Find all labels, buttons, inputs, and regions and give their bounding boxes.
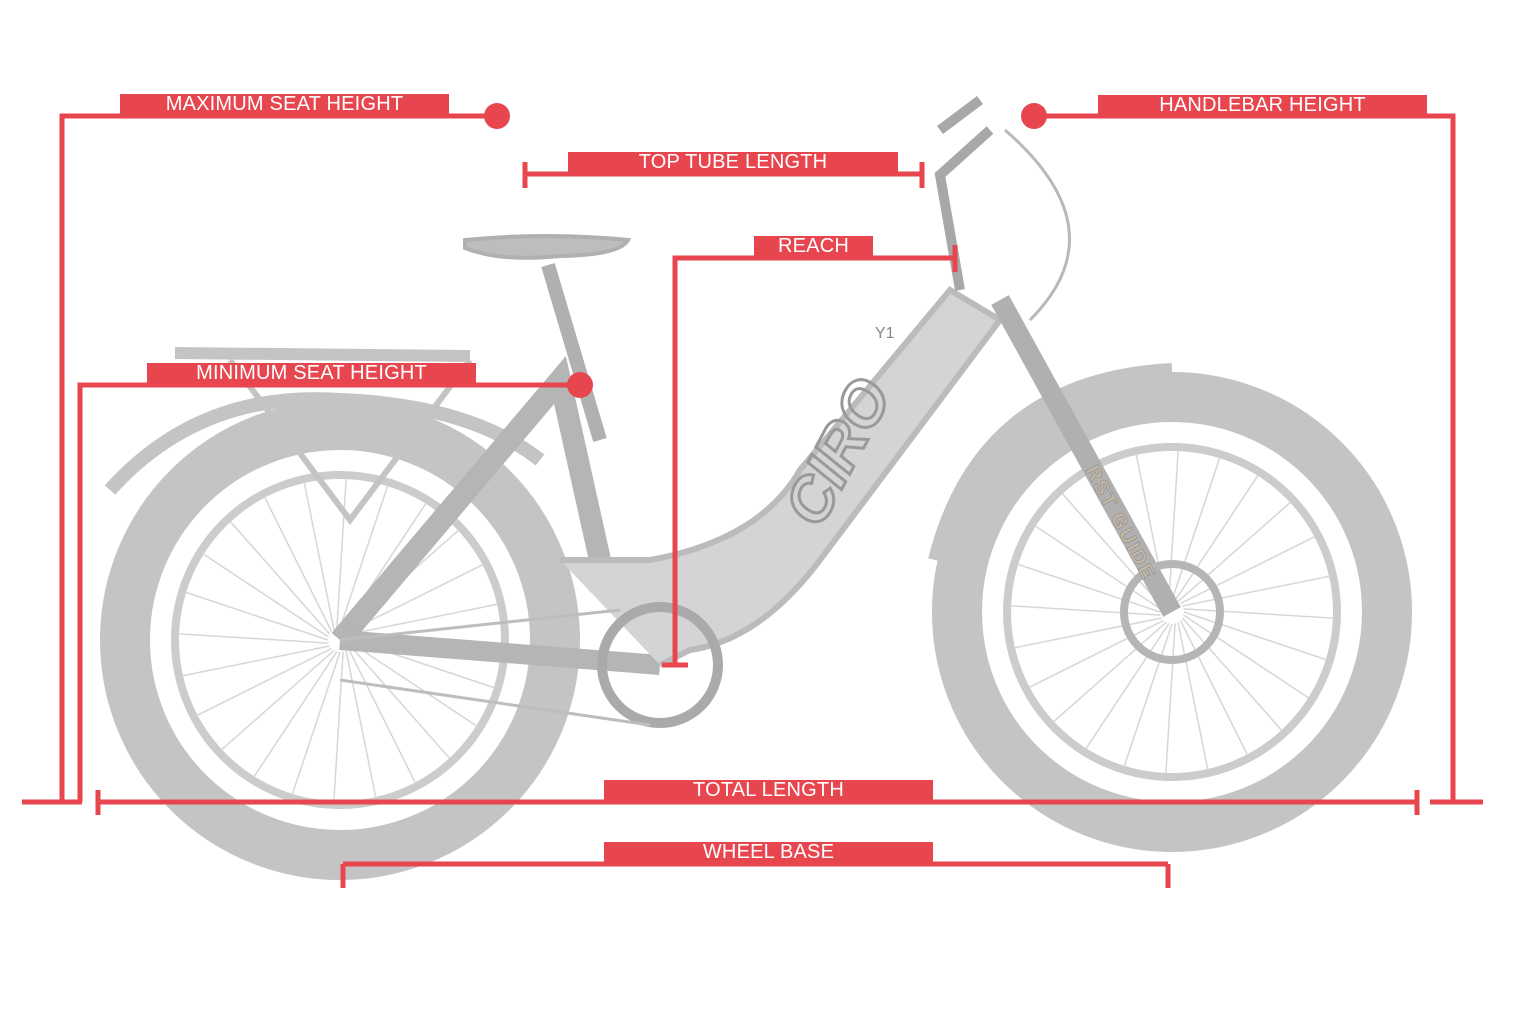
top-tube-length-line <box>522 162 925 188</box>
bike-drawing <box>100 96 1412 880</box>
wheel-spoke <box>196 647 332 717</box>
handlebar-height-label: HANDLEBAR HEIGHT <box>1098 95 1427 115</box>
max-seat-height-line <box>59 113 497 802</box>
wheel-spoke <box>1165 623 1176 774</box>
wheel-spoke <box>333 651 344 802</box>
wheel-spoke <box>1179 620 1249 756</box>
max-seat-height-label: MAXIMUM SEAT HEIGHT <box>120 94 449 114</box>
wheel-spoke <box>1052 621 1167 723</box>
main-frame <box>560 286 1005 668</box>
wheel-spoke <box>1016 563 1161 613</box>
wheel-spoke <box>184 591 329 641</box>
wheel-spoke <box>253 651 338 778</box>
wheel-spoke <box>1168 450 1179 601</box>
wheel-spoke <box>220 649 335 751</box>
front-fork <box>991 295 1181 617</box>
wheel-spoke <box>303 481 335 630</box>
wheel-spoke <box>1183 608 1334 619</box>
wheel-spoke <box>1061 492 1163 607</box>
wheel-base-label: WHEEL BASE <box>604 842 933 862</box>
wheel-spoke <box>350 603 499 635</box>
wheel-spoke <box>202 553 329 638</box>
min-seat-height-line <box>77 382 580 802</box>
saddle <box>463 234 632 260</box>
chain-stay <box>339 630 661 675</box>
wheel-spoke <box>1013 617 1162 649</box>
rack-strut <box>227 358 473 525</box>
wheel-spoke <box>349 645 451 760</box>
dimension-lines <box>22 113 1483 888</box>
wheel-spoke <box>1177 501 1292 603</box>
total-length-label: TOTAL LENGTH <box>604 780 933 800</box>
reach-label: REACH <box>754 236 873 256</box>
wheel-spoke <box>1181 617 1283 732</box>
wheel-spoke <box>178 633 329 644</box>
wheel-spoke <box>1171 456 1221 601</box>
wheel-spoke <box>347 648 417 784</box>
seatpost <box>541 263 607 442</box>
wheel-spokes <box>178 450 1334 802</box>
wheel-spoke <box>339 484 389 629</box>
wheel-spoke <box>181 645 330 677</box>
rear-rack <box>174 347 471 362</box>
handlebar <box>934 96 994 291</box>
brake-disc <box>1120 560 1224 664</box>
bike-logo-y1: Y1 <box>875 325 895 342</box>
wheel-spoke <box>229 520 331 635</box>
wheel-spoke <box>291 651 341 796</box>
wheel-spoke <box>1123 623 1173 768</box>
reach-line <box>662 245 958 668</box>
rear-wheel <box>100 400 580 880</box>
wheel-spoke <box>336 478 347 629</box>
wheel-spoke <box>1085 623 1170 750</box>
wheel-spoke <box>345 650 377 799</box>
min-seat-height-label: MINIMUM SEAT HEIGHT <box>147 363 476 383</box>
seat-stay <box>331 355 611 648</box>
wheel-spoke <box>351 642 478 727</box>
min-seat-height-dot <box>567 372 593 398</box>
wheel-spoke <box>1177 622 1209 771</box>
brake-cable <box>1004 128 1072 322</box>
wheel-spoke <box>1180 535 1316 605</box>
chainring <box>597 602 723 728</box>
handlebar-height-dot <box>1021 103 1047 129</box>
wheel-spoke <box>1028 619 1164 689</box>
front-fender <box>928 363 1173 562</box>
max-seat-height-dot <box>484 103 510 129</box>
rear-fender <box>104 392 545 495</box>
wheel-spoke <box>1183 611 1328 661</box>
wheel-spoke <box>1174 474 1259 601</box>
wheel-spoke <box>263 496 333 632</box>
wheel-spoke <box>1183 614 1310 699</box>
wheel-spoke <box>1010 605 1161 616</box>
wheel-base-line <box>340 861 1171 888</box>
wheel-spoke <box>1182 575 1331 607</box>
chain <box>339 608 651 727</box>
dimension-dots <box>484 103 1047 398</box>
fork-logo-rst-guide: RST GUIDE <box>1081 462 1160 584</box>
total-length-line <box>95 790 1420 815</box>
front-wheel <box>932 372 1412 852</box>
wheel-spoke <box>1034 525 1161 610</box>
handlebar-height-line <box>1034 113 1456 802</box>
top-tube-length-label: TOP TUBE LENGTH <box>568 152 898 172</box>
